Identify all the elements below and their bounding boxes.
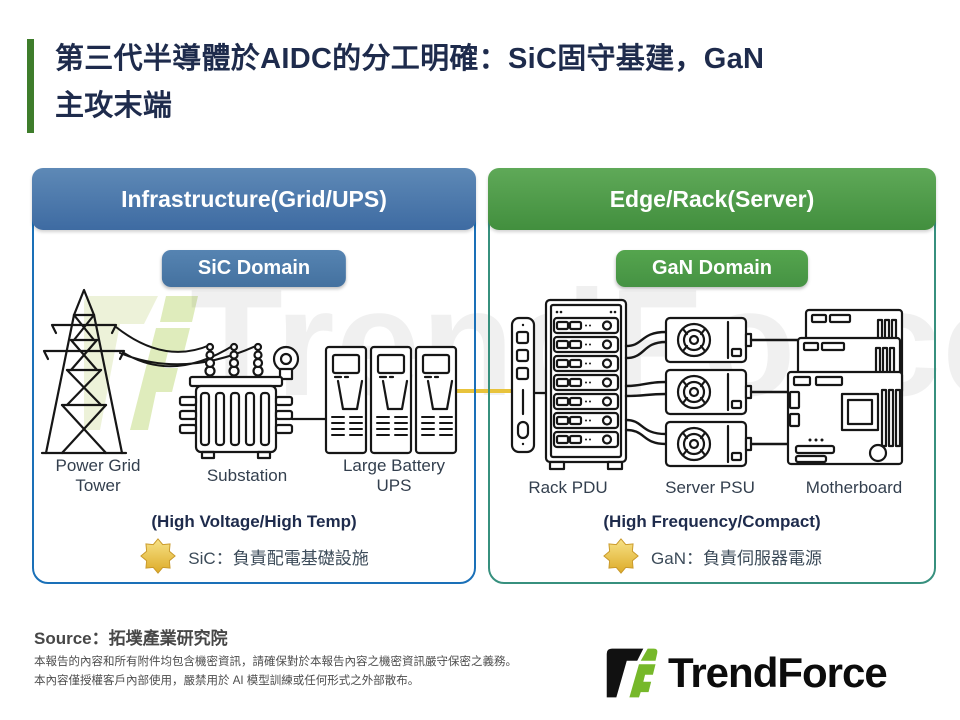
- battery-ups-icon: [324, 345, 458, 455]
- high-frequency-note: (High Frequency/Compact): [603, 512, 821, 531]
- motherboard-icon: [786, 308, 904, 466]
- edge-rack-panel-header: Edge/Rack(Server): [488, 168, 936, 230]
- edge-rack-icons: [510, 298, 904, 471]
- panel-connector-line: [452, 389, 512, 393]
- disclaimer-line1: 本報告的內容和所有附件均包含機密資訊，請確保對於本報告內容之機密資訊嚴守保密之義…: [34, 656, 517, 668]
- sic-domain-badge: SiC Domain: [161, 250, 347, 287]
- edge-rack-panel: Edge/Rack(Server) GaN Domain: [488, 168, 936, 584]
- motherboard-label: Motherboard: [805, 478, 903, 497]
- infrastructure-panel: Infrastructure(Grid/UPS) SiC Domain: [32, 168, 476, 584]
- power-grid-tower-label: Power Grid Tower: [55, 456, 141, 495]
- star-icon: [140, 538, 177, 574]
- title-accent-bar: [27, 39, 34, 133]
- high-voltage-note: (High Voltage/High Temp): [151, 512, 357, 531]
- page-title-line2: 主攻末端: [55, 90, 173, 122]
- infrastructure-panel-header: Infrastructure(Grid/UPS): [32, 168, 476, 230]
- sic-role-text: SiC：負責配電基礎設施: [188, 548, 369, 568]
- disclaimer: 本報告的內容和所有附件均包含機密資訊，請確保對於本報告內容之機密資訊嚴守保密之義…: [34, 653, 517, 691]
- trendforce-logo: TrendForce: [605, 645, 888, 701]
- gan-role-text: GaN：負責伺服器電源: [651, 548, 822, 568]
- rack-pdu-label: Rack PDU: [528, 478, 608, 497]
- server-psu-icon: [664, 316, 753, 468]
- power-grid-tower-icon: [40, 288, 128, 455]
- disclaimer-line2: 本內容僅授權客戶內部使用，嚴禁用於 AI 模型訓練或任何形式之外部散布。: [34, 675, 420, 687]
- rack-pdu-icon: [510, 298, 628, 471]
- sic-role-row: SiC：負責配電基礎設施: [34, 534, 474, 578]
- substation-label: Substation: [206, 466, 288, 485]
- star-icon: [603, 538, 639, 574]
- trendforce-logo-text: TrendForce: [668, 649, 888, 696]
- page-title-line1: 第三代半導體於AIDC的分工明確：SiC固守基建，GaN: [55, 43, 765, 75]
- gan-domain-badge: GaN Domain: [615, 250, 809, 287]
- infrastructure-icons: [40, 288, 458, 460]
- trendforce-logo-mark-icon: [606, 648, 658, 698]
- rack-to-psu-cables: [624, 330, 668, 446]
- page-title: 第三代半導體於AIDC的分工明確：SiC固守基建，GaN 主攻末端: [55, 36, 935, 130]
- substation-icon: [178, 342, 300, 460]
- gan-role-row: GaN：負責伺服器電源: [490, 534, 934, 578]
- battery-ups-label: Large Battery UPS: [342, 456, 446, 495]
- server-psu-label: Server PSU: [665, 478, 755, 497]
- source-line: Source：拓墣產業研究院: [34, 629, 228, 648]
